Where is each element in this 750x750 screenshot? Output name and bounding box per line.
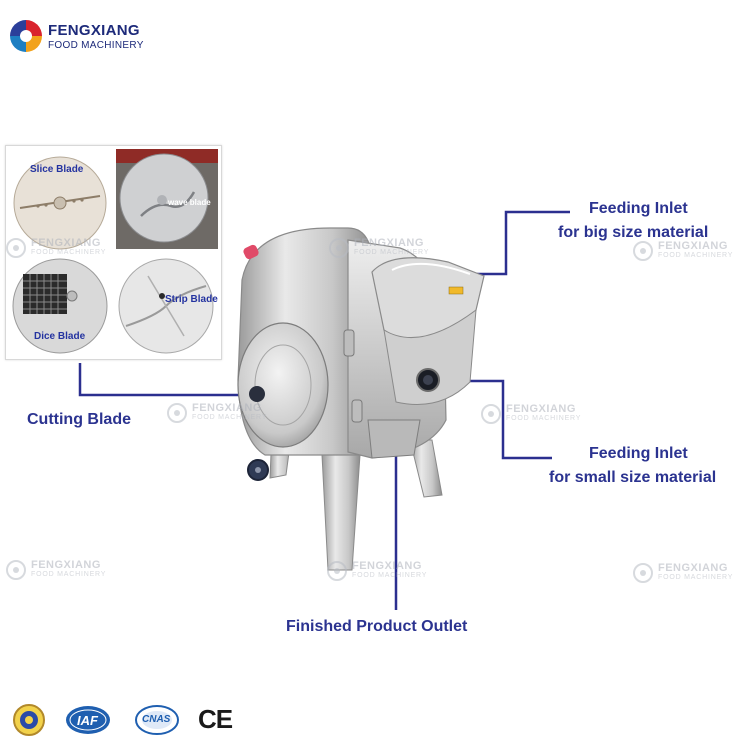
cnas-logo-icon [135, 705, 179, 735]
watermark-logo-icon [329, 238, 349, 258]
watermark-logo-icon [327, 561, 347, 581]
watermark-logo-icon [167, 403, 187, 423]
feeding-big-label-1: Feeding Inlet [589, 200, 688, 217]
machine-side-disc [237, 322, 329, 448]
product-outlet [367, 419, 421, 459]
blade-inset: Slice Blade wave blade Dice Blade Strip … [5, 145, 222, 360]
watermark: FENGXIANG FOOD MACHINERY [5, 559, 117, 583]
iaf-logo: IAF [65, 705, 111, 735]
watermark: FENGXIANG FOOD MACHINERY [166, 402, 278, 426]
company-logo: FENGXIANG FOOD MACHINERY [8, 18, 178, 58]
machine-handle [243, 244, 259, 260]
warning-label [448, 286, 464, 295]
watermark: FENGXIANG FOOD MACHINERY [632, 240, 744, 264]
watermark: FENGXIANG FOOD MACHINERY [326, 560, 438, 584]
dice-blade-label: Dice Blade [34, 331, 86, 342]
watermark: FENGXIANG FOOD MACHINERY [5, 237, 117, 261]
brand-name: FENGXIANG [48, 22, 140, 39]
watermark: FENGXIANG FOOD MACHINERY [632, 562, 744, 586]
brand-subtitle: FOOD MACHINERY [48, 40, 144, 51]
cutting-blade-label: Cutting Blade [27, 411, 131, 428]
watermark-logo-icon [633, 241, 653, 261]
shaft-knob [249, 386, 265, 402]
dice-blade-image [9, 254, 112, 357]
company-logo-icon [10, 20, 42, 52]
feeding-small-label-2: for small size material [549, 469, 717, 486]
wave-blade-image [116, 149, 218, 249]
slice-blade-image [9, 149, 112, 250]
watermark-logo-icon [633, 563, 653, 583]
strip-blade-label: Strip Blade [165, 294, 218, 305]
slice-blade-label: Slice Blade [30, 164, 84, 175]
watermark: FENGXIANG FOOD MACHINERY [328, 237, 440, 261]
outlet-label: Finished Product Outlet [286, 618, 468, 635]
strip-blade-image [116, 254, 218, 357]
iaf-logo-icon [66, 706, 110, 734]
watermark-logo-icon [6, 560, 26, 580]
cnas-logo: CNAS [135, 705, 179, 735]
watermark-logo-icon [6, 238, 26, 258]
feeding-small-label-1: Feeding Inlet [589, 445, 688, 462]
machine-leg-front-left [321, 454, 361, 571]
watermark: FENGXIANG FOOD MACHINERY [480, 403, 592, 427]
wave-blade-label: wave blade [168, 198, 211, 207]
ce-mark: CE [198, 704, 233, 734]
feeding-big-label-2: for big size material [558, 224, 709, 241]
watermark-logo-icon [481, 404, 501, 424]
quality-seal-icon [13, 704, 45, 736]
blade-inset-graphics [9, 149, 218, 357]
